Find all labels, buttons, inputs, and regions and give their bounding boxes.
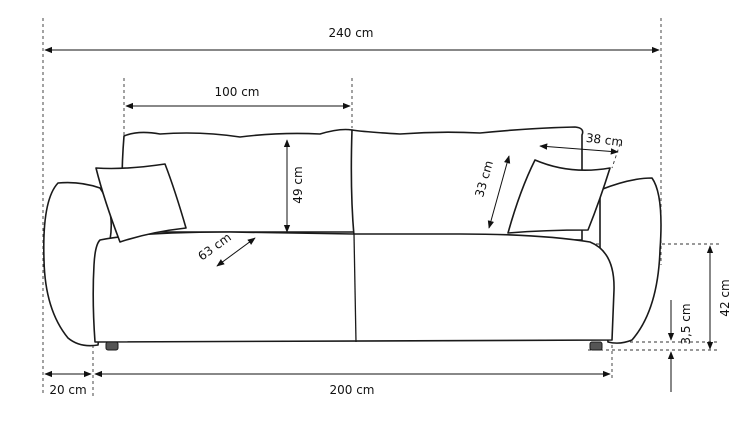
throw-pillow-right (507, 159, 611, 234)
total-width-label: 240 cm (328, 26, 373, 40)
inner-width-label: 200 cm (329, 383, 374, 397)
leg-height-label: 3,5 cm (679, 303, 693, 344)
right-arm (599, 177, 662, 344)
pillow-width-label: 38 cm (585, 131, 624, 149)
throw-pillow-left (95, 163, 187, 243)
back-height-label: 49 cm (291, 166, 305, 203)
arm-width-label: 20 cm (49, 383, 86, 397)
leg-left (105, 341, 119, 351)
leg-right (589, 341, 603, 351)
arm-height-label: 42 cm (718, 279, 732, 316)
dimension-arrows (44, 46, 714, 392)
seat-width-label: 100 cm (214, 85, 259, 99)
sofa-outline (42, 126, 662, 351)
